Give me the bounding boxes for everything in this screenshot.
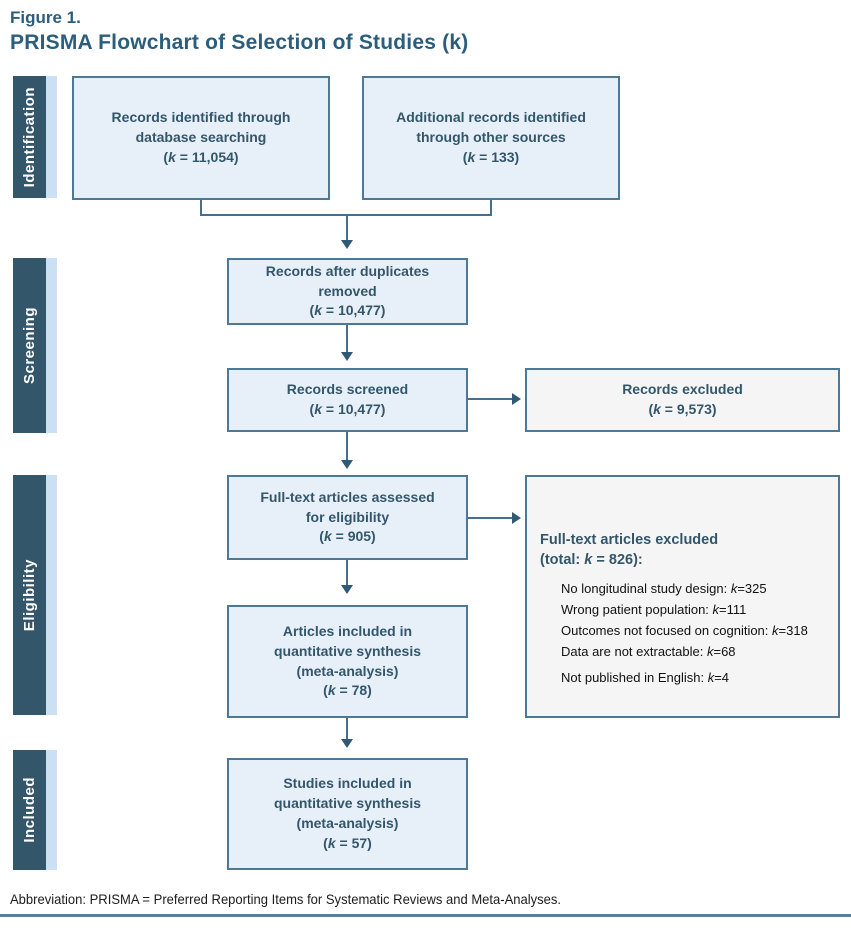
abbreviation-footnote: Abbreviation: PRISMA = Preferred Reporti… [10, 891, 562, 907]
stage-bar-eligibility: Eligibility [13, 475, 46, 715]
box-articles-included: Articles included in quantitative synthe… [227, 605, 468, 718]
box-studies-included: Studies included in quantitative synthes… [227, 758, 468, 870]
connector-line [468, 517, 512, 519]
exclusion-reason: Not published in English: k=4 [561, 669, 730, 685]
stage-label-included: Included [21, 777, 38, 843]
box-text-line: (meta-analysis) [296, 815, 399, 831]
arrowhead-right-icon [512, 512, 521, 524]
box-k-line: (k = 10,477) [309, 302, 386, 319]
connector-line [346, 718, 348, 739]
box-text-line: (meta-analysis) [296, 662, 399, 679]
box-text-line: Records screened [286, 381, 409, 398]
exclusion-reason: Data are not extractable: k=68 [561, 643, 736, 659]
arrowhead-down-icon [341, 352, 353, 361]
arrowhead-down-icon [341, 460, 353, 469]
box-k-line: (k = 11,054) [163, 148, 239, 165]
box-text-line: Records after duplicates [265, 262, 430, 279]
arrowhead-down-icon [341, 585, 353, 594]
box-text-line: Additional records identified [396, 109, 586, 126]
stage-label-screening: Screening [21, 306, 38, 385]
box-text-line: for eligibility [305, 508, 390, 525]
connector-line [346, 325, 348, 352]
box-records-identified: Records identified through database sear… [72, 76, 330, 200]
box-k-line: (k = 10,477) [309, 401, 386, 417]
stage-strip-identification [46, 76, 57, 198]
arrowhead-down-icon [341, 240, 353, 249]
box-fulltext-assessed: Full-text articles assessed for eligibil… [227, 475, 468, 560]
connector-line [346, 214, 348, 240]
connector-line [468, 398, 512, 400]
stage-bar-identification: Identification [13, 76, 46, 198]
box-text-line: Records excluded [622, 381, 743, 398]
box-text-line: Studies included in [283, 775, 412, 792]
stage-strip-eligibility [46, 475, 57, 715]
box-text-line: Records identified through [111, 109, 291, 126]
stage-label-identification: Identification [21, 86, 38, 188]
stage-bar-screening: Screening [13, 258, 46, 433]
connector-line [346, 560, 348, 585]
box-duplicates-removed: Records after duplicates removed (k = 10… [227, 258, 468, 325]
box-text-line: quantitative synthesis [273, 642, 422, 659]
bottom-rule [0, 914, 851, 917]
exclusion-reason: No longitudinal study design: k=325 [561, 580, 767, 596]
stage-bar-included: Included [13, 750, 46, 870]
box-records-screened: Records screened (k = 10,477) [227, 368, 468, 432]
exclusion-reasons-list: No longitudinal study design: k=325 Wron… [540, 578, 808, 688]
arrowhead-right-icon [512, 393, 521, 405]
box-text-line: Articles included in [282, 622, 413, 639]
figure-title: PRISMA Flowchart of Selection of Studies… [10, 31, 469, 54]
box-k-line: (k = 9,573) [648, 401, 717, 417]
arrowhead-down-icon [341, 739, 353, 748]
box-additional-records: Additional records identified through ot… [362, 76, 620, 200]
box-k-line: (k = 133) [462, 148, 520, 165]
box-text-line: quantitative synthesis [273, 795, 422, 812]
exclusion-reason: Wrong patient population: k=111 [561, 601, 747, 617]
stage-label-eligibility: Eligibility [21, 558, 38, 632]
figure-label: Figure 1. [10, 8, 81, 27]
box-k-line: (k = 905) [319, 528, 376, 545]
box-k-line: (k = 78) [323, 682, 372, 699]
box-text-line: Full-text articles assessed [260, 488, 435, 505]
exclusion-heading: Full-text articles excluded (total: k = … [540, 532, 719, 569]
box-records-excluded: Records excluded (k = 9,573) [525, 368, 840, 432]
box-text-line: database searching [135, 129, 267, 146]
box-text-line: removed [318, 282, 377, 299]
box-fulltext-excluded: Full-text articles excluded (total: k = … [525, 475, 840, 718]
connector-line [490, 200, 492, 216]
connector-line [346, 432, 348, 460]
exclusion-reason: Outcomes not focused on cognition: k=318 [561, 622, 808, 638]
stage-strip-screening [46, 258, 57, 433]
box-text-line: through other sources [416, 129, 566, 146]
connector-line [200, 200, 202, 216]
box-k-line: (k = 57) [323, 834, 372, 851]
stage-strip-included [46, 750, 57, 870]
